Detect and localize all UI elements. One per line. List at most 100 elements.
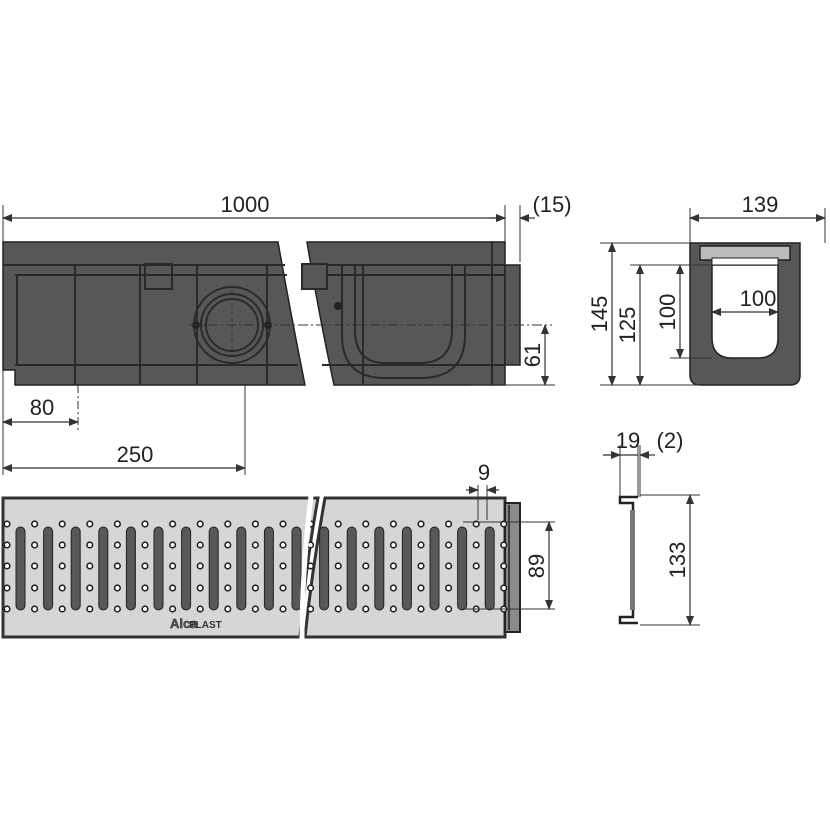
grate-hole <box>30 541 39 549</box>
grate-hole <box>141 541 149 549</box>
grate-hole <box>141 584 149 592</box>
dim-grate-opening: 89 <box>463 521 555 610</box>
grate-hole <box>472 584 480 592</box>
grate-hole <box>362 584 370 592</box>
grate-hole <box>169 520 177 528</box>
grate-hole <box>58 541 66 549</box>
dim-profile-133: 133 <box>640 494 700 626</box>
grate-hole <box>224 541 232 549</box>
dim-width-label: 139 <box>742 192 779 217</box>
grate-hole <box>417 520 425 528</box>
grate-hole <box>307 605 315 613</box>
dim-outlet-height-label: 61 <box>520 343 545 367</box>
grate-slot <box>208 526 219 611</box>
grate-hole <box>196 541 204 549</box>
grate-hole <box>251 562 259 570</box>
grate-slot <box>291 526 302 611</box>
grate-hole <box>141 605 149 613</box>
logo-plast: PLAST <box>189 620 222 631</box>
grate-hole <box>334 562 342 570</box>
grate-hole <box>445 605 453 613</box>
dim-depth-100: 100 <box>655 264 712 359</box>
grate-hole <box>307 584 315 592</box>
grate-hole <box>389 584 398 592</box>
grate-slot <box>319 526 330 611</box>
grate-hole <box>417 562 425 570</box>
dim-offset-250: 250 <box>2 385 246 475</box>
grate-hole <box>58 605 66 613</box>
grate-hole <box>417 605 425 613</box>
grate-slot <box>153 526 164 611</box>
grate-slot <box>70 526 81 611</box>
dim-offset-80-label: 80 <box>30 395 54 420</box>
dim-length: 1000 (15) <box>2 192 572 262</box>
dim-outlet-height: 61 <box>470 324 555 386</box>
grate-hole <box>334 520 342 528</box>
grate-hole <box>196 605 204 613</box>
grate-slot <box>484 526 495 611</box>
dim-offset-80: 80 <box>2 370 79 475</box>
grate-top-view: Alca PLAST <box>1 495 521 641</box>
grate-slot <box>263 526 274 611</box>
grate-hole <box>224 584 232 592</box>
dim-slot-width: 9 <box>466 460 499 520</box>
grate-hole <box>500 584 508 592</box>
grate-hole <box>472 520 480 528</box>
grate-hole <box>224 605 232 613</box>
grate-hole <box>417 584 425 592</box>
dim-offset-250-label: 250 <box>117 442 154 467</box>
grate-hole <box>86 605 94 613</box>
grate-slot <box>346 526 357 611</box>
grate-slot <box>236 526 247 611</box>
dim-width-139: 139 <box>689 192 826 243</box>
grate-hole <box>3 562 11 570</box>
grate-slot <box>98 526 109 611</box>
grate-hole <box>472 562 480 570</box>
grate-hole <box>3 584 11 592</box>
grate-hole <box>251 605 259 613</box>
grate-slot <box>401 526 412 611</box>
grate-hole <box>224 562 232 570</box>
grate-hole <box>362 605 370 613</box>
grate-hole <box>3 520 11 528</box>
grate-slot <box>125 526 136 611</box>
grate-hole <box>472 541 480 549</box>
grate-hole <box>224 520 232 528</box>
grate-hole <box>113 520 121 528</box>
grate-hole <box>141 562 149 570</box>
grate-hole <box>30 520 39 528</box>
dim-length-label: 1000 <box>221 192 270 217</box>
grate-hole <box>113 584 121 592</box>
grate-hole <box>196 520 204 528</box>
grate-hole <box>362 562 370 570</box>
grate-hole <box>113 562 121 570</box>
grate-hole <box>445 562 453 570</box>
grate-hole <box>307 562 315 570</box>
grate-hole <box>500 562 508 570</box>
grate-hole <box>251 541 259 549</box>
grate-hole <box>251 520 259 528</box>
grate-hole <box>445 541 453 549</box>
grate-hole <box>279 520 287 528</box>
dim-inner-width-label: 100 <box>740 286 777 311</box>
grate-hole <box>389 562 398 570</box>
grate-slot <box>429 526 440 611</box>
dim-slot-width-label: 9 <box>478 460 490 485</box>
grate-hole <box>251 584 259 592</box>
channel-side-view <box>2 241 521 386</box>
grate-hole <box>30 584 39 592</box>
grate-hole <box>334 605 342 613</box>
grate-hole <box>389 541 398 549</box>
grate-hole <box>58 562 66 570</box>
grate-hole <box>3 541 11 549</box>
dim-height-total-label: 145 <box>587 296 612 333</box>
grate-hole <box>362 541 370 549</box>
grate-slot <box>457 526 468 611</box>
grate-hole <box>30 605 39 613</box>
grate-hole <box>86 562 94 570</box>
channel-cross-section <box>689 242 801 386</box>
dim-depth-inner-label: 100 <box>655 294 680 331</box>
grate-slot <box>43 526 54 611</box>
